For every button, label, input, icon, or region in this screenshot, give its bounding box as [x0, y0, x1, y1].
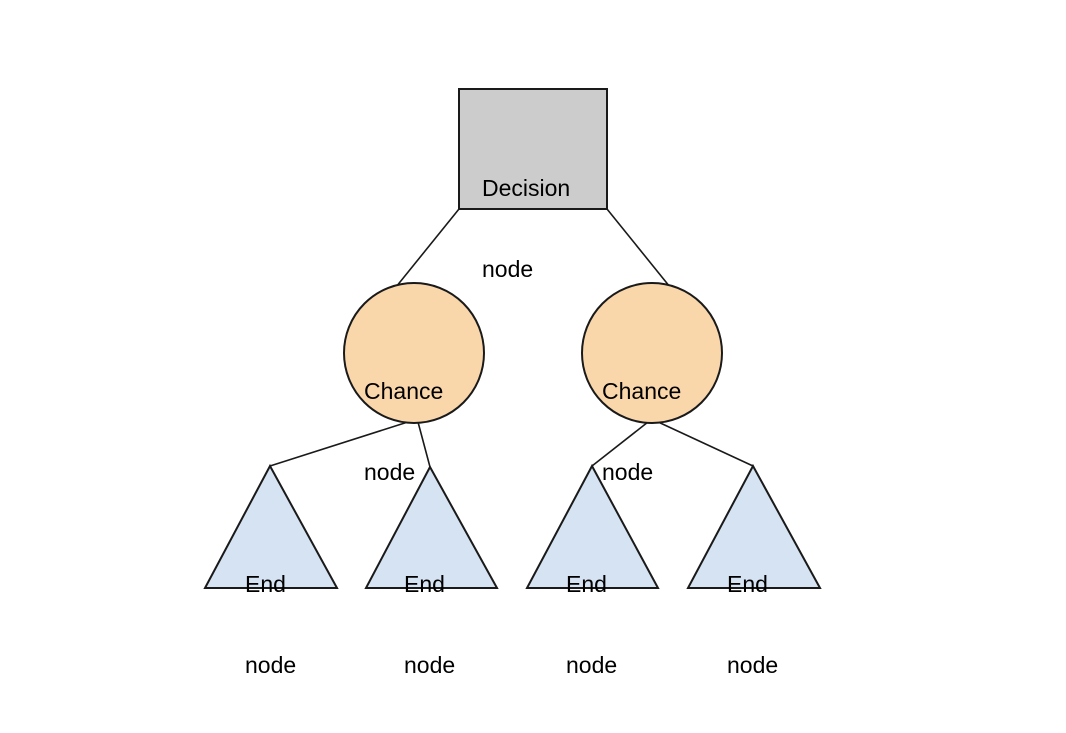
edge-decision-to-chance-right — [606, 208, 671, 288]
end-node-4-label-line2: node — [727, 652, 779, 678]
end-node-2-shape[interactable] — [364, 464, 499, 589]
edge-group — [269, 208, 754, 468]
end-node-1-label-line2: node — [245, 652, 297, 678]
end-node-4-shape[interactable] — [686, 463, 822, 589]
decision-tree-diagram: Decision node Chance node Chance node En… — [203, 88, 822, 678]
end-node-2-label-line2: node — [404, 652, 456, 678]
end-node-1-shape[interactable] — [203, 463, 339, 589]
chance-node-right-shape[interactable] — [581, 282, 723, 424]
end-node-3-label-line2: node — [566, 652, 618, 678]
edge-chance-left-to-end-node-1 — [269, 420, 412, 467]
edge-chance-right-to-end-node-3 — [591, 421, 649, 467]
edge-chance-left-to-end-node-2 — [417, 421, 431, 468]
edge-chance-right-to-end-node-4 — [655, 420, 754, 467]
edge-decision-to-chance-left — [395, 208, 460, 288]
diagram-canvas — [203, 88, 822, 589]
chance-node-left-shape[interactable] — [343, 282, 485, 424]
end-node-3-shape[interactable] — [525, 463, 660, 589]
decision-node-shape[interactable] — [458, 88, 608, 210]
